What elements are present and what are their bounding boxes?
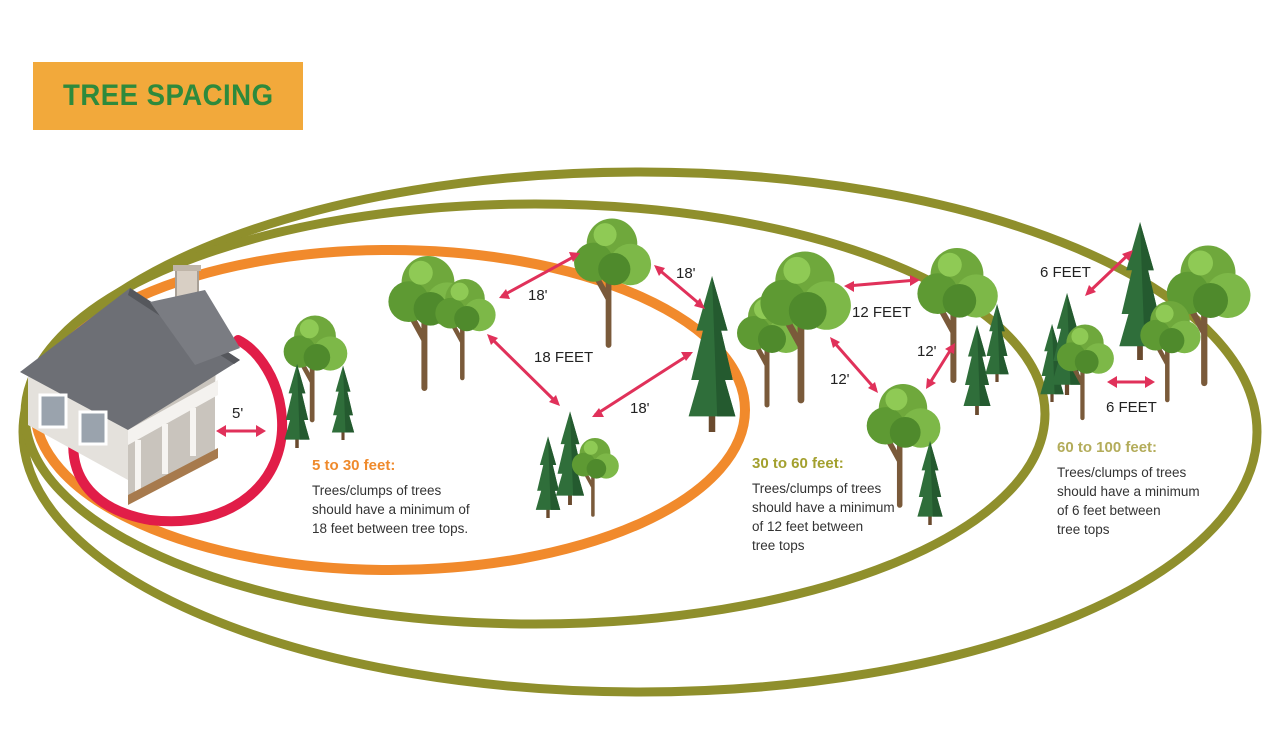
zone2-left-distance-label: 12' <box>830 371 850 388</box>
zone2-description: Trees/clumps of trees should have a mini… <box>752 481 895 553</box>
house-zone-ring <box>68 335 288 527</box>
double-arrow-icon <box>1086 251 1132 295</box>
tree-cluster-zone3 <box>1040 222 1250 418</box>
zone2-ring <box>20 199 1050 629</box>
zone3-heading: 60 to 100 feet: <box>1057 439 1158 456</box>
zone2-top-distance-label: 12 FEET <box>852 304 912 321</box>
conifer-tree-icon <box>917 441 943 525</box>
zone3-top-distance-label: 6 FEET <box>1040 264 1091 281</box>
title-banner: TREE SPACING <box>33 62 303 130</box>
double-arrow-icon <box>501 253 578 298</box>
double-arrow-icon <box>926 345 955 387</box>
conifer-tree-icon <box>535 436 561 518</box>
double-arrow-icon <box>846 278 918 288</box>
zone1-bottom-distance-label: 18' <box>630 400 650 417</box>
double-arrow-icon <box>594 352 691 417</box>
conifer-tree-icon <box>331 365 355 440</box>
arrow-heads <box>216 250 1155 437</box>
zone1-top-distance-label: 18' <box>528 287 548 304</box>
zone2-right-distance-label: 12' <box>917 343 937 360</box>
zone1-heading: 5 to 30 feet: <box>312 457 396 474</box>
double-arrow-icon <box>830 339 878 391</box>
conifer-tree-icon <box>284 364 310 448</box>
deciduous-tree-icon <box>574 219 651 346</box>
house-gap-label: 5' <box>232 405 244 422</box>
double-arrow-icon <box>488 335 559 405</box>
page-title: TREE SPACING <box>63 79 274 112</box>
zone2-heading: 30 to 60 feet: <box>752 455 844 472</box>
zone3-bottom-distance-label: 6 FEET <box>1106 399 1157 416</box>
zone3-description: Trees/clumps of trees should have a mini… <box>1057 465 1200 537</box>
deciduous-tree-icon <box>917 248 997 380</box>
zone1-description: Trees/clumps of trees should have a mini… <box>312 483 470 536</box>
zone1-center-distance-label: 18 FEET <box>534 349 594 366</box>
double-arrow-icon <box>656 266 703 308</box>
conifer-tree-icon <box>963 325 991 415</box>
house-icon <box>20 265 240 505</box>
zone1-right-distance-label: 18' <box>676 265 696 282</box>
deciduous-tree-icon <box>570 436 621 517</box>
